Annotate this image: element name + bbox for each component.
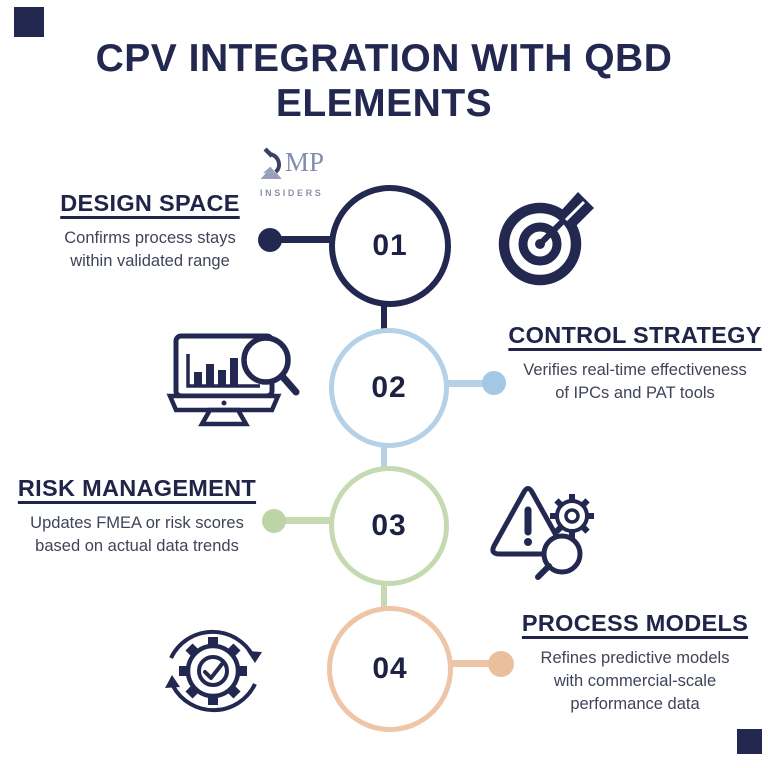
connector-step3-step4 [381, 570, 387, 612]
logo-tagline: INSIDERS [260, 188, 324, 198]
connector-step1-step2 [381, 290, 387, 334]
step-01-heading: DESIGN SPACE [60, 190, 240, 216]
gear-check-cycle-icon [158, 614, 268, 729]
step-03-text-block: RISK MANAGEMENT Updates FMEA or risk sco… [4, 475, 270, 558]
step-01-circle: 01 [329, 185, 451, 307]
microscope-icon [258, 146, 288, 187]
step-04-number: 04 [372, 652, 408, 685]
branch-line-step2 [434, 380, 490, 387]
step-02-description: Verifies real-time effectiveness of IPCs… [523, 361, 747, 402]
page-title: CPV INTEGRATION WITH QBD ELEMENTS [95, 37, 673, 126]
step-02-heading: CONTROL STRATEGY [508, 322, 762, 348]
branch-line-step3 [284, 517, 334, 524]
step-02-circle: 02 [329, 328, 449, 448]
step-03-description: Updates FMEA or risk scores based on act… [30, 514, 244, 555]
branch-dot-step2 [482, 371, 506, 395]
branch-dot-step3 [262, 509, 286, 533]
target-arrow-icon [498, 190, 598, 291]
warning-gear-magnifier-icon [488, 482, 604, 585]
corner-decoration-top-left [14, 7, 44, 37]
step-01-number: 01 [372, 229, 408, 262]
brand-logo: MP INSIDERS [258, 146, 378, 198]
corner-decoration-bottom-right [737, 729, 762, 754]
branch-line-step4 [438, 660, 496, 667]
step-04-circle: 04 [327, 606, 453, 732]
branch-dot-step4 [488, 651, 514, 677]
connector-step2-step3 [381, 432, 387, 472]
step-03-number: 03 [371, 509, 407, 542]
step-02-text-block: CONTROL STRATEGY Verifies real-time effe… [502, 322, 768, 405]
step-01-text-block: DESIGN SPACE Confirms process stays with… [16, 190, 284, 273]
logo-name: MP [285, 147, 325, 177]
step-03-circle: 03 [329, 466, 449, 586]
branch-line-step1 [268, 236, 334, 243]
step-01-description: Confirms process stays within validated … [64, 229, 236, 270]
monitor-analytics-magnifier-icon [166, 330, 302, 441]
step-03-heading: RISK MANAGEMENT [17, 475, 257, 501]
branch-dot-step1 [258, 228, 282, 252]
step-02-number: 02 [371, 371, 407, 404]
step-04-text-block: PROCESS MODELS Refines predictive models… [502, 610, 768, 715]
step-04-heading: PROCESS MODELS [521, 610, 749, 636]
step-04-description: Refines predictive models with commercia… [540, 649, 730, 713]
